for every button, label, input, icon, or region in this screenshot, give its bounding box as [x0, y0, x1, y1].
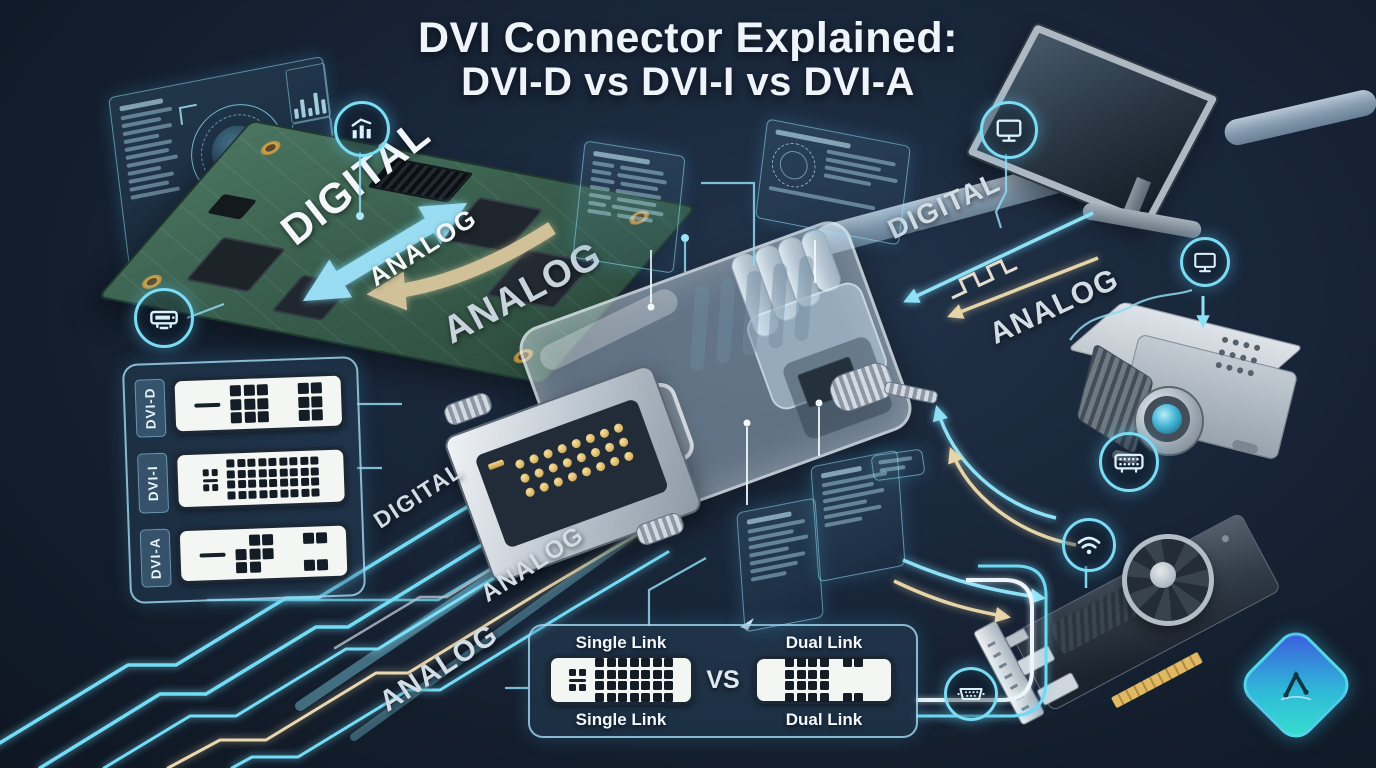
- dvi-i-label: DVI-I: [137, 452, 170, 514]
- pcb-chip-small: [207, 193, 258, 220]
- single-link-bottom-label: Single Link: [575, 710, 667, 729]
- monitor: [964, 21, 1246, 254]
- gpu-port: [1036, 671, 1080, 707]
- pcb-chip: [441, 196, 545, 253]
- tag-chip: [870, 448, 926, 482]
- connector-pin-face: [474, 397, 670, 549]
- gpu-fan: [1122, 534, 1214, 626]
- dvi-type-row: DVI-I: [137, 446, 351, 514]
- trace-analog-label: ANALOG: [475, 520, 590, 608]
- connector-metal-shroud: [442, 362, 704, 586]
- cable-analog-label: ANALOG: [984, 262, 1125, 351]
- link-comparison-box: Single Link Single Link VS Dual Link Dua…: [528, 624, 918, 738]
- dvi-d-pinout: [171, 372, 346, 435]
- vga-port-icon: [944, 667, 998, 721]
- page-title-line1: DVI Connector Explained:: [417, 14, 958, 62]
- monitor-icon-small: [1180, 237, 1230, 287]
- pcb-mount-pad: [625, 209, 654, 227]
- page-title-line2: DVI-D vs DVI-I vs DVI-A: [461, 60, 915, 104]
- dvi-d-label: DVI-D: [134, 378, 167, 438]
- dvi-type-row: DVI-A: [139, 522, 354, 588]
- mid-analog-label: ANALOG: [436, 233, 610, 353]
- thumbscrew: [633, 510, 687, 548]
- pcb-mount-pad: [509, 347, 538, 365]
- cable-digital-label: DIGITAL: [882, 166, 1006, 246]
- holo-iris-scan: [178, 81, 299, 231]
- board-analog-label: ANALOG: [363, 202, 483, 293]
- spec-card: [572, 140, 686, 274]
- holo-beam: [204, 225, 237, 299]
- pcb-chip: [271, 274, 354, 321]
- dual-link-bottom-label: Dual Link: [785, 710, 863, 729]
- dual-link-pinout: [754, 656, 894, 704]
- holo-beam: [287, 239, 318, 305]
- note-card: [736, 497, 824, 633]
- single-link-top-label: Single Link: [575, 633, 667, 652]
- screw-rod: [883, 380, 939, 405]
- monitor-stand: [1119, 176, 1152, 226]
- holo-mini-chart-2: [291, 116, 340, 190]
- gpu-port: [1016, 644, 1056, 677]
- holo-mini-chart: [285, 62, 332, 124]
- spec-card-seal: [755, 118, 911, 246]
- monitor-icon: [980, 101, 1038, 159]
- holo-beam: [243, 231, 274, 301]
- connector-body: [512, 214, 919, 543]
- connector-nut: [742, 278, 892, 414]
- pcb-chip: [485, 248, 595, 310]
- dual-link-top-label: Dual Link: [785, 633, 863, 652]
- square-wave-glyph: [951, 258, 1018, 300]
- pcb-chip: [185, 236, 287, 293]
- pcb-header-connector: [367, 157, 474, 203]
- holo-beam: [328, 249, 357, 309]
- dvi-type-row: DVI-D: [134, 372, 348, 438]
- dvi-types-panel: DVI-D DVI-I DVI-A: [121, 355, 367, 605]
- dvi-port-icon: [134, 288, 194, 348]
- graphics-pcb: [96, 119, 698, 385]
- dvi-i-pinout: [173, 446, 348, 511]
- holo-analytics-screen: [108, 55, 346, 287]
- trace-analog-big-label: ANALOG: [373, 617, 505, 719]
- dvi-port-grid-icon: [1099, 432, 1159, 492]
- gpu-port: [1004, 627, 1030, 649]
- bar-chart-icon: [334, 101, 390, 157]
- knurled-nut: [825, 358, 899, 416]
- pcb-mount-pad: [256, 139, 285, 157]
- vs-label: VS: [706, 666, 740, 694]
- dvi-cable-right-segment: [1222, 87, 1376, 148]
- gpu-gold-fingers: [1110, 651, 1204, 709]
- single-link-pinout: [548, 655, 694, 705]
- wifi-icon: [1062, 518, 1116, 572]
- dvi-cable: [811, 149, 1114, 258]
- monitor-base: [1081, 201, 1203, 240]
- holo-text-column: [119, 96, 186, 204]
- graphics-card: [972, 512, 1302, 749]
- note-card: [810, 449, 906, 583]
- dvi-emblem: [593, 378, 699, 484]
- thumbscrew: [441, 390, 495, 428]
- trace-digital-label: DIGITAL: [368, 456, 468, 534]
- gpu-body: [1010, 512, 1282, 712]
- projector-keypad: [1215, 336, 1274, 382]
- brand-logo: [1235, 624, 1357, 746]
- dvi-a-label: DVI-A: [139, 528, 172, 588]
- dvi-a-pinout: [176, 522, 351, 585]
